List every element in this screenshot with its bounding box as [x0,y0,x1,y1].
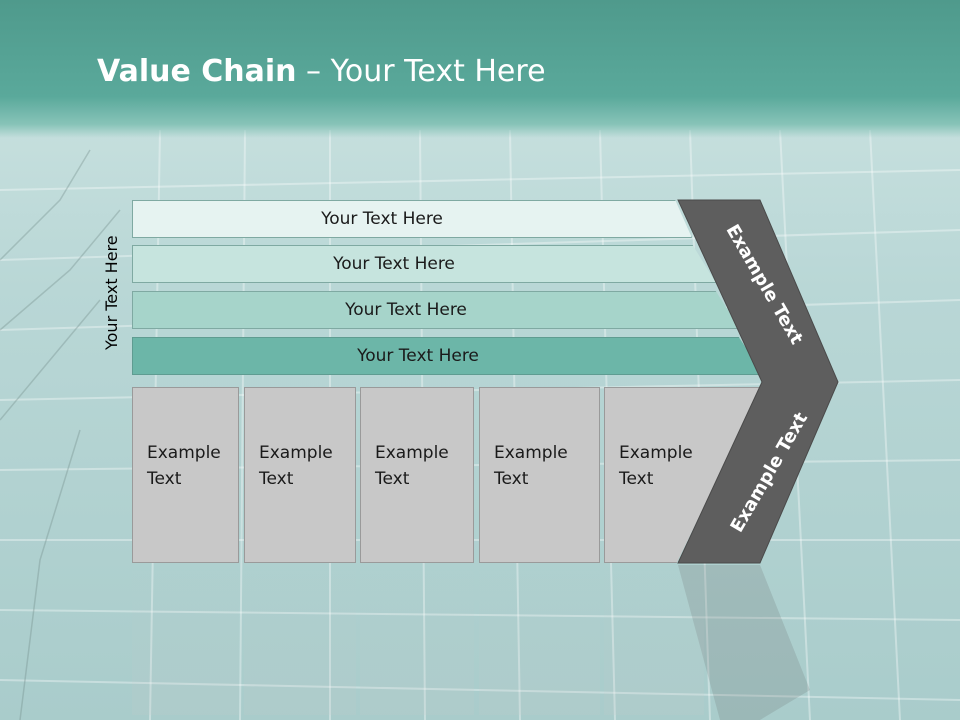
box-2: Example Text [244,387,356,563]
box-5-line1: Example [619,443,693,463]
bar-1-label: Your Text Here [321,209,443,229]
box-1-line1: Example [147,443,221,463]
bar-3: Your Text Here [132,291,740,329]
page-title: Value Chain – Your Text Here [97,54,546,89]
box-3: Example Text [360,387,474,563]
box-2-line2: Text [259,469,294,489]
bar-3-label: Your Text Here [345,300,467,320]
box-1: Example Text [132,387,239,563]
box-reflection-5 [604,565,704,715]
box-reflection-1 [132,565,239,715]
box-reflection-2 [244,565,356,715]
chevron-shape [677,199,839,564]
box-2-line1: Example [259,443,333,463]
box-3-line1: Example [375,443,449,463]
box-4: Example Text [479,387,600,563]
title-rest: – Your Text Here [296,54,546,89]
bar-4: Your Text Here [132,337,764,375]
box-5-line2: Text [619,469,654,489]
chevron-reflection [678,565,810,720]
title-bold: Value Chain [97,54,297,89]
box-1-line2: Text [147,469,182,489]
box-3-line2: Text [375,469,410,489]
header-band [0,0,960,138]
bar-1: Your Text Here [132,200,692,238]
box-4-line1: Example [494,443,568,463]
bar-2-label: Your Text Here [333,254,455,274]
bar-2: Your Text Here [132,245,716,283]
bar-4-label: Your Text Here [357,346,479,366]
box-reflection-3 [360,565,474,715]
box-4-line2: Text [494,469,529,489]
box-reflection-4 [479,565,600,715]
